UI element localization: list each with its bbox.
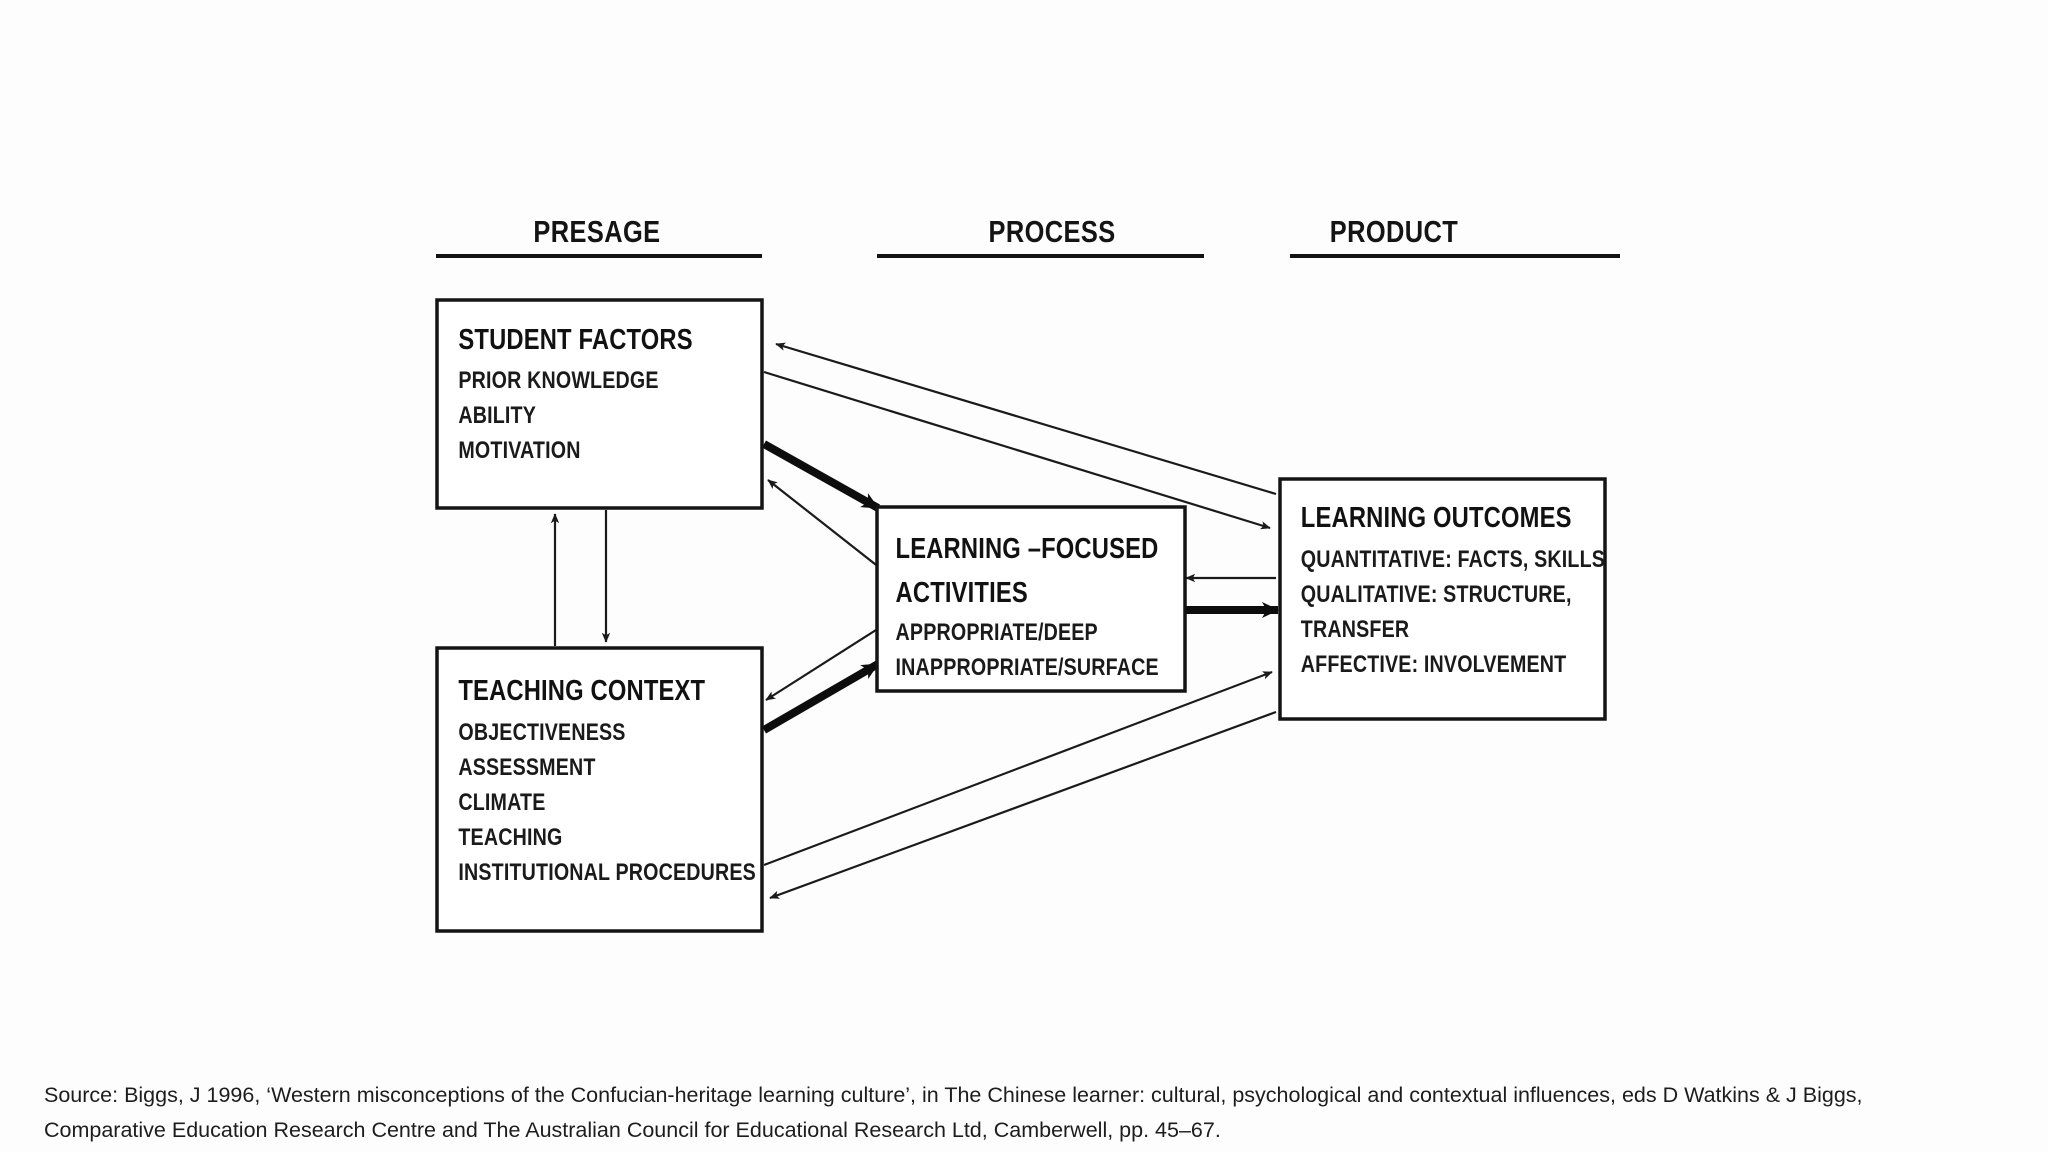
source-citation-line-1: Source: Biggs, J 1996, ‘Western misconce…: [44, 1083, 1863, 1107]
column-header-product: PRODUCT: [1290, 215, 1620, 258]
box-teaching-context-item-3: TEACHING: [458, 823, 562, 850]
box-learning-focused-activities-item-1: INAPPROPRIATE/SURFACE: [896, 653, 1159, 680]
column-header-process: PROCESS: [877, 215, 1204, 258]
column-header-product-label: PRODUCT: [1330, 215, 1458, 250]
box-student-factors-item-0: PRIOR KNOWLEDGE: [458, 366, 658, 393]
connection-context-to-activities: [761, 660, 881, 734]
box-student-factors-title: STUDENT FACTORS: [458, 323, 692, 356]
source-citation-line-2: Comparative Education Research Centre an…: [44, 1117, 1221, 1142]
box-learning-outcomes-item-3: AFFECTIVE: INVOLVEMENT: [1301, 650, 1567, 677]
column-header-presage-label: PRESAGE: [533, 215, 660, 250]
connection-context-to-outcomes: [763, 670, 1273, 867]
box-student-factors-item-2: MOTIVATION: [458, 436, 580, 463]
box-learning-outcomes[interactable]: LEARNING OUTCOMES QUANTITATIVE: FACTS, S…: [1278, 477, 1607, 721]
box-teaching-context-item-4: INSTITUTIONAL PROCEDURES: [458, 858, 756, 885]
box-learning-focused-activities-title2: ACTIVITIES: [896, 576, 1028, 609]
box-teaching-context-frame: [435, 646, 764, 933]
box-teaching-context[interactable]: TEACHING CONTEXT OBJECTIVENESS ASSESSMEN…: [435, 646, 764, 933]
box-learning-focused-activities-frame: [875, 505, 1187, 693]
box-student-factors-item-1: ABILITY: [458, 401, 536, 428]
box-teaching-context-item-0: OBJECTIVENESS: [458, 718, 625, 745]
box-learning-outcomes-frame: [1278, 477, 1607, 721]
box-learning-focused-activities[interactable]: LEARNING –FOCUSED ACTIVITIES APPROPRIATE…: [875, 505, 1187, 693]
connection-activities-to-context: [765, 629, 877, 701]
box-teaching-context-item-1: ASSESSMENT: [458, 753, 596, 780]
column-header-presage: PRESAGE: [436, 215, 762, 258]
box-learning-outcomes-item-2: TRANSFER: [1301, 615, 1409, 642]
source-citation: Source: Biggs, J 1996, ‘Western misconce…: [44, 1078, 2004, 1148]
box-teaching-context-item-2: CLIMATE: [458, 788, 545, 815]
box-student-factors-frame: [435, 298, 764, 510]
column-header-process-label: PROCESS: [989, 215, 1116, 250]
connection-activities-to-student: [767, 479, 881, 569]
connection-student-to-activities: [762, 440, 880, 512]
connection-student-to-outcomes: [763, 370, 1271, 530]
connection-outcomes-to-student: [775, 342, 1277, 496]
box-learning-focused-activities-item-0: APPROPRIATE/DEEP: [896, 618, 1098, 645]
box-teaching-context-title: TEACHING CONTEXT: [458, 674, 705, 707]
box-learning-outcomes-title: LEARNING OUTCOMES: [1301, 501, 1572, 534]
box-learning-focused-activities-title: LEARNING –FOCUSED: [896, 532, 1159, 565]
box-learning-outcomes-item-0: QUANTITATIVE: FACTS, SKILLS: [1301, 545, 1605, 572]
box-student-factors[interactable]: STUDENT FACTORS PRIOR KNOWLEDGE ABILITY …: [435, 298, 764, 510]
box-learning-outcomes-item-1: QUALITATIVE: STRUCTURE,: [1301, 580, 1572, 607]
connection-outcomes-to-context: [769, 710, 1277, 900]
